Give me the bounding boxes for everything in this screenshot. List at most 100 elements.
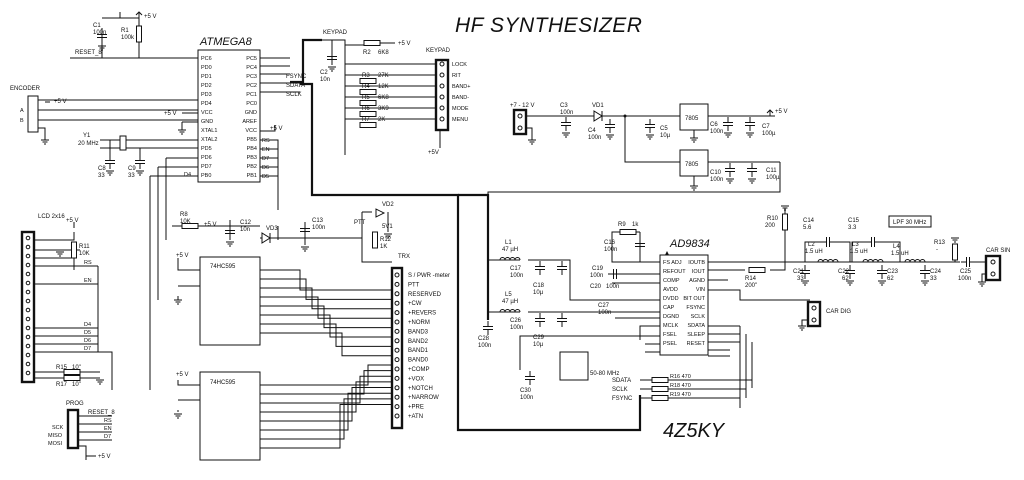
mcu-pin-pc0: PC0 <box>246 101 257 107</box>
prog-sck: SCK <box>52 425 64 431</box>
psu-input-connector <box>512 108 528 136</box>
c5-value: 10µ <box>660 133 671 139</box>
shift-register-2 <box>199 371 261 461</box>
lcd-pin <box>25 370 31 376</box>
ptt-label: PTT <box>354 220 366 226</box>
c2-ref: C2 <box>320 70 328 76</box>
c8-ref: C8 <box>98 166 106 172</box>
dds-pin-fs-adj: FS ADJ <box>663 260 682 266</box>
mcu-sdata-label: SDATA <box>286 83 305 89</box>
power-supply: +7 - 12 V C3 100n VD1 C4 100n C5 10µ 780… <box>487 103 788 260</box>
mcu-pin-gnd: GND <box>245 110 257 116</box>
trx-pin-label-7: BAND2 <box>408 339 429 345</box>
lcd-pin <box>25 343 31 349</box>
l1-ref: L1 <box>505 240 512 246</box>
c7-ref: C7 <box>762 124 770 130</box>
trx-pin <box>394 300 400 306</box>
c3-value: 100n <box>560 110 573 116</box>
vd2-value: 5V1 <box>382 224 393 230</box>
keypad-resistor-r6-ref: R6 <box>362 106 370 112</box>
c19-ref: C19 <box>592 266 604 272</box>
shift-register-outputs <box>260 269 392 449</box>
ptt-supply: +5 V <box>204 222 217 228</box>
trx-pin-label-10: +COMP <box>408 367 430 373</box>
lcd-pin <box>25 298 31 304</box>
mcu-pin-pb0: PB0 <box>201 173 211 179</box>
regulator-1-name: 7805 <box>685 116 699 122</box>
mcu-pin-pc3: PC3 <box>246 74 257 80</box>
trx-pin-label-14: +PRE <box>408 405 424 411</box>
car-dig-connector <box>806 300 822 328</box>
c22-ref: C22 <box>838 269 850 275</box>
l2-value: 1.5 uH <box>805 249 823 255</box>
dds-pin-cap: CAP <box>663 305 675 311</box>
c25-ref: C25 <box>960 269 972 275</box>
mcu-pin-xtal1: XTAL1 <box>201 128 217 134</box>
crystal: Y1 20 MHz C8 33 C9 33 <box>78 133 198 179</box>
r1-value: 100k <box>121 35 135 41</box>
c23-ref: C23 <box>887 269 899 275</box>
c16-ref: C16 <box>604 240 616 246</box>
mcu-side-d7: D7 <box>262 156 269 162</box>
keypad-resistor-r6-value: 3K9 <box>378 106 389 112</box>
c21-value: 33 <box>797 276 804 282</box>
encoder-supply: +5 V <box>54 99 67 105</box>
trx-pin <box>394 319 400 325</box>
prog-d7: D7 <box>104 434 111 440</box>
c15-value: 3.3 <box>848 225 857 231</box>
dds-pin-agnd: AGND <box>689 278 705 284</box>
trx-title: TRX <box>398 254 410 260</box>
l4-ref: L4 <box>893 244 900 250</box>
c21-ref: C21 <box>793 269 805 275</box>
c24-ref: C24 <box>930 269 942 275</box>
prog-reset: RESET_8 <box>88 410 115 416</box>
reset-network: C1 100n R1 100k +5 V RESET_8 <box>70 11 198 59</box>
r8-ref: R8 <box>180 212 188 218</box>
c25-value: 100n <box>958 276 971 282</box>
mcu-pin-pb2: PB2 <box>247 164 257 170</box>
dds-pin-refout: REFOUT <box>663 269 686 275</box>
mcu-body <box>197 49 261 183</box>
trx-pin <box>394 291 400 297</box>
trx-pins: S / PWR -meterPTTRESERVED+CW+REVERS+NORM… <box>394 272 450 420</box>
ptt-circuit: R8 10K +5 V C12 10n VD3 C13 100n PTT VD2… <box>172 202 394 263</box>
c20-value: 100n <box>606 284 619 290</box>
c27-value: 100n <box>598 310 611 316</box>
mcu-sclk-label: SCLK <box>286 92 302 98</box>
c29-ref: C29 <box>533 335 545 341</box>
c29-value: 10µ <box>533 342 544 348</box>
c14-ref: C14 <box>803 218 815 224</box>
c7-value: 100µ <box>762 131 776 137</box>
shift-register-1-name: 74HC595 <box>210 264 236 270</box>
trx-pin <box>394 413 400 419</box>
c12-value: 10n <box>240 227 250 233</box>
mcu-pin-pb4: PB4 <box>247 146 257 152</box>
dds-pin-reset: RESET <box>687 341 706 347</box>
keypad-resistor-r4-ref: R4 <box>362 84 370 90</box>
l3-ref: L3 <box>852 242 859 248</box>
lcd-pin <box>25 325 31 331</box>
c28-ref: C28 <box>478 336 490 342</box>
mcu-pin-pb5: PB5 <box>247 137 257 143</box>
c30-ref: C30 <box>520 388 532 394</box>
vd1-ref: VD1 <box>592 103 604 109</box>
c6-ref: C6 <box>710 122 718 128</box>
c1-ref: C1 <box>93 23 101 29</box>
prog-rs: RS <box>104 418 112 424</box>
trx-pin-label-6: BAND3 <box>408 329 429 335</box>
keypad-bottom-supply: +5V <box>428 150 439 156</box>
trx-pin-label-12: +NOTCH <box>408 386 433 392</box>
c26-value: 100n <box>510 325 523 331</box>
psu-input-label: +7 - 12 V <box>510 103 535 109</box>
mcu-pin-pd6: PD6 <box>201 155 212 161</box>
c14-value: 5.6 <box>803 225 812 231</box>
c8-value: 33 <box>98 173 105 179</box>
lcd-net-d7: D7 <box>84 346 91 352</box>
mcu-pin-pc5: PC5 <box>246 56 257 62</box>
mcu-side-en: EN <box>262 147 270 153</box>
trx-pin <box>394 385 400 391</box>
